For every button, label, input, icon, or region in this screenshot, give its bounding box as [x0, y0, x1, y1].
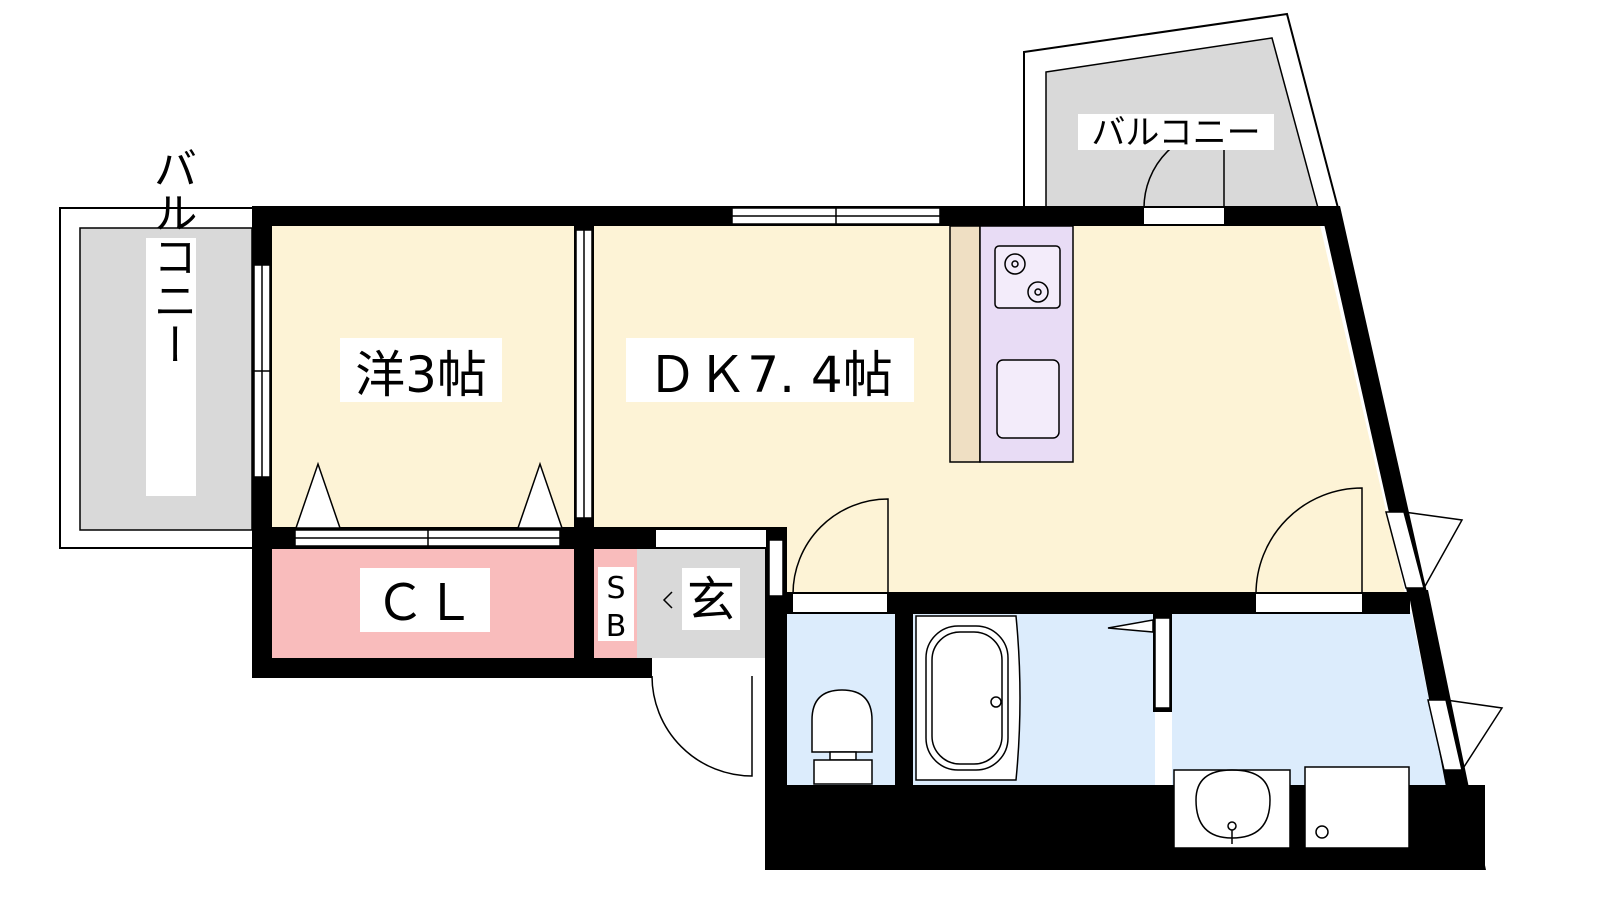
dining-kitchen-label-group: ＤＫ7. 4帖	[626, 338, 914, 404]
western-room-label-group: 洋3帖	[340, 338, 502, 404]
bathtub	[915, 615, 1154, 781]
kitchen-side-counter	[949, 225, 981, 463]
entrance-label-group: 玄	[662, 568, 740, 630]
windows	[253, 207, 1463, 771]
shoe-box-label-s: S	[606, 571, 625, 606]
closet-label-group: ＣＬ	[360, 568, 490, 632]
entrance-label: 玄	[687, 572, 735, 628]
shoe-box-label-group: S B	[598, 567, 634, 644]
balcony-north-east	[1023, 12, 1340, 209]
closet-label: ＣＬ	[375, 574, 475, 632]
dining-kitchen-label: ＤＫ7. 4帖	[647, 346, 892, 404]
shoe-box-label-b: B	[606, 609, 627, 644]
burner-icon	[1027, 281, 1049, 303]
balcony-north-east-label-group: バルコニー	[1078, 113, 1274, 153]
toilet-icon	[811, 689, 873, 753]
balcony-west-label: バルコニー	[146, 146, 197, 366]
western-room-label: 洋3帖	[355, 346, 487, 404]
washing-machine-space	[1304, 766, 1410, 849]
balcony-west-label-group: バルコニー	[146, 146, 197, 496]
burner-icon	[1004, 253, 1026, 275]
washroom-fixtures	[1173, 766, 1410, 849]
kitchen	[949, 225, 1074, 463]
balcony-north-east-label: バルコニー	[1091, 113, 1260, 153]
washbasin-icon	[1195, 769, 1271, 839]
bathtub-icon	[925, 625, 1009, 771]
sink-icon	[996, 359, 1060, 439]
stove	[994, 245, 1061, 309]
toilet	[811, 689, 873, 785]
